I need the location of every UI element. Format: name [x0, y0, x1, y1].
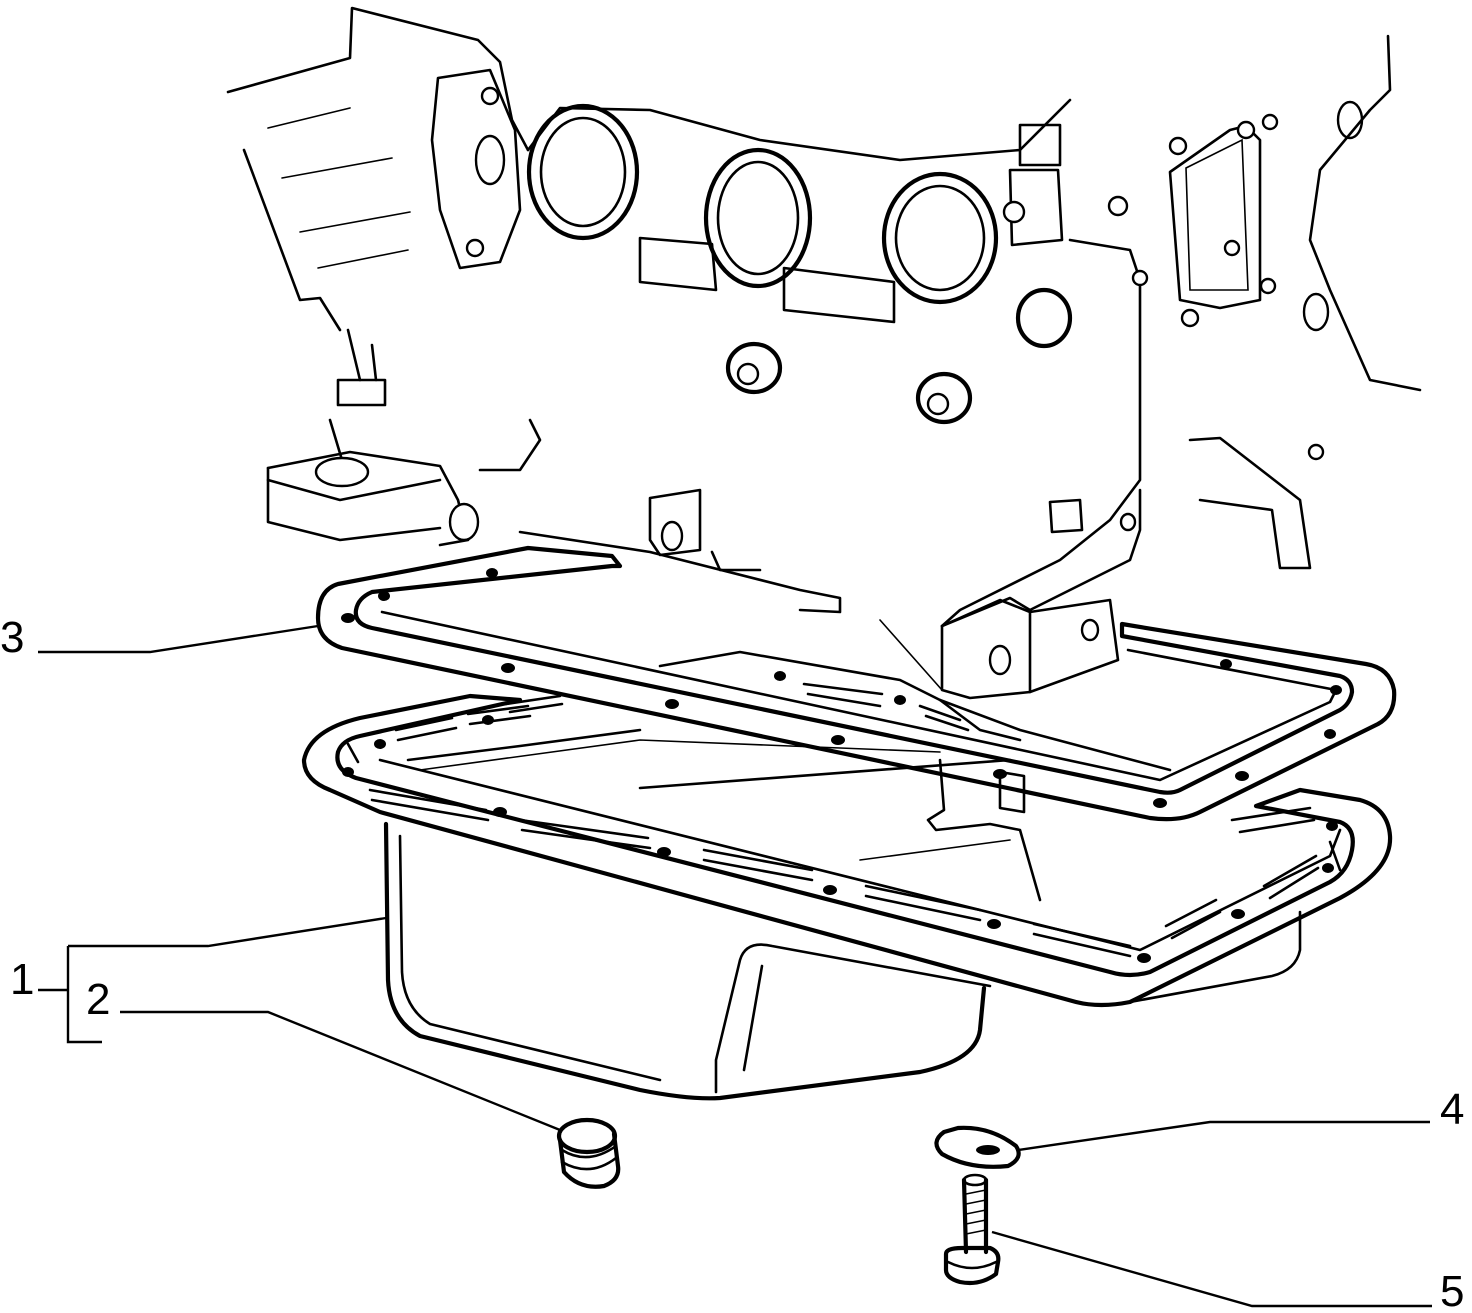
- leader-2: [120, 1010, 561, 1132]
- oil-pan-gasket: [315, 545, 1397, 822]
- callout-4: 4: [1440, 1085, 1464, 1134]
- pan-flange-slots: [346, 694, 1342, 958]
- callout-1: 1: [10, 955, 34, 1004]
- callout-leaders: [38, 624, 1432, 1308]
- leader-5: [991, 1230, 1432, 1308]
- leader-3: [38, 624, 319, 654]
- callout-labels: 3 1 2 4 5: [0, 613, 1464, 1313]
- callout-2: 2: [86, 975, 110, 1024]
- callout-3: 3: [0, 613, 24, 662]
- washer: [934, 1125, 1021, 1169]
- leader-1: [38, 916, 387, 1044]
- drain-plug: [556, 1117, 621, 1189]
- oil-pan: [301, 693, 1393, 1101]
- leader-4: [1017, 1120, 1430, 1152]
- engine-block: [226, 6, 1422, 700]
- callout-5: 5: [1440, 1267, 1464, 1313]
- pan-bolt: [943, 1173, 1001, 1286]
